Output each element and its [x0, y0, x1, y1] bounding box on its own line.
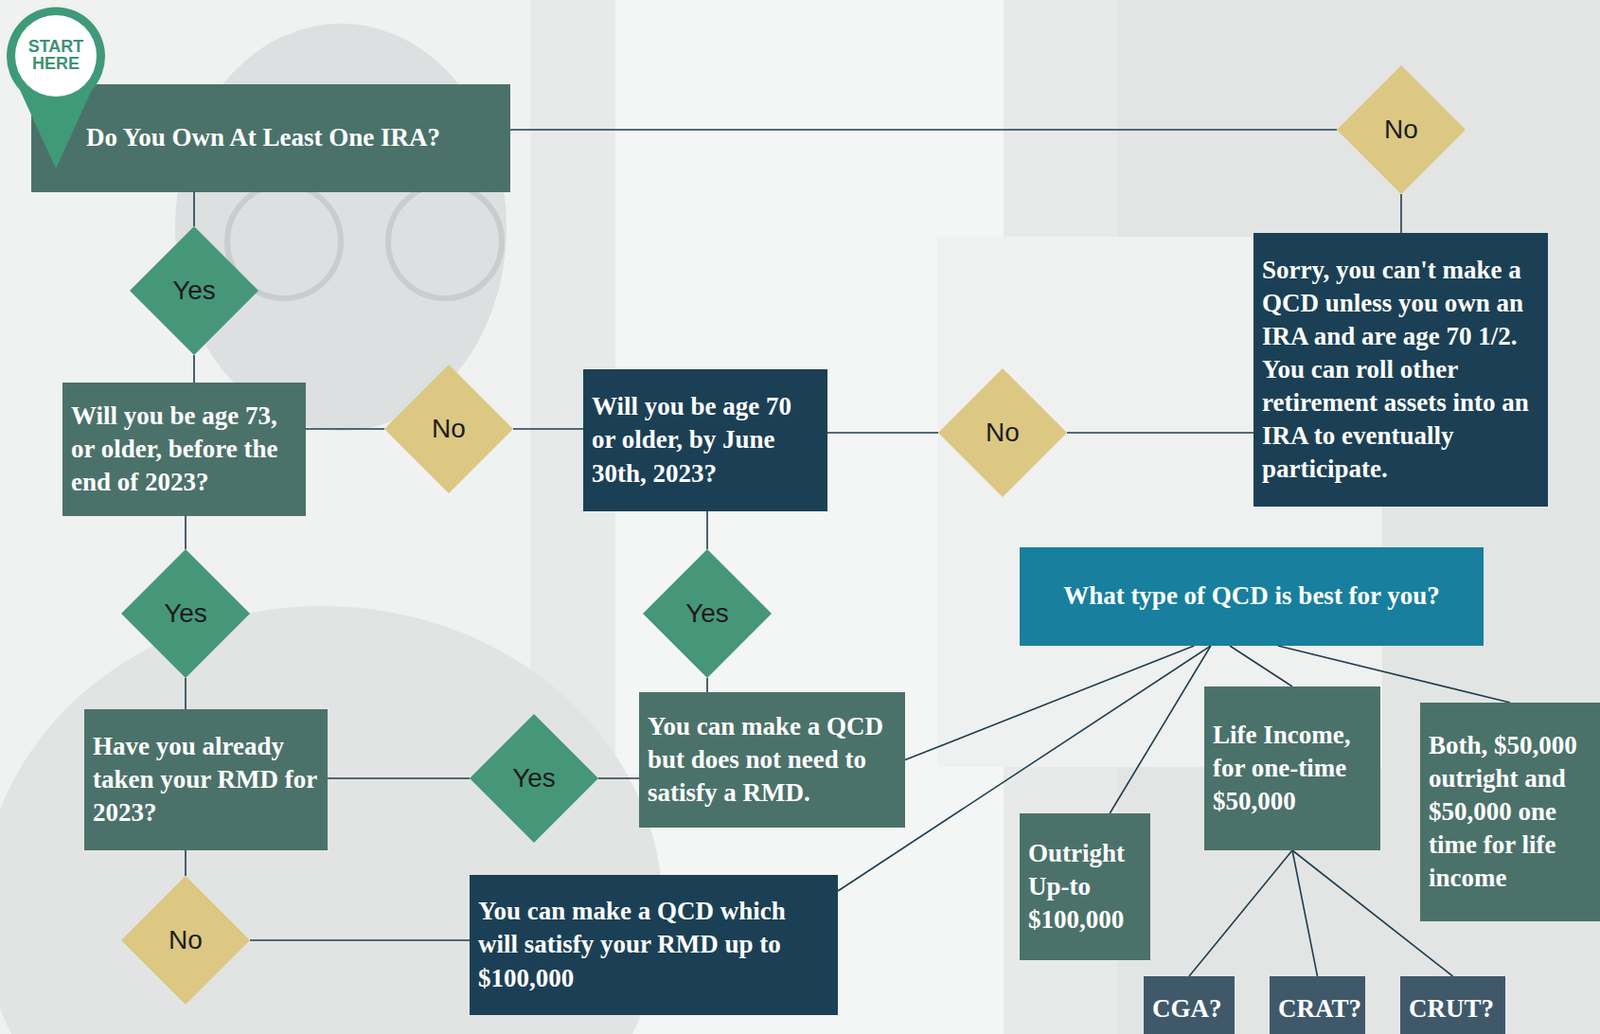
connector — [706, 677, 709, 693]
process-box: Sorry, you can't make a QCD unless you o… — [1253, 232, 1548, 507]
node-text: Yes — [172, 274, 216, 307]
pin-center — [15, 15, 97, 97]
node-text: START HERE — [16, 37, 96, 72]
process-box: You can make a QCD which will satisfy yo… — [469, 874, 838, 1015]
node-text: No — [431, 412, 466, 445]
decision-diamond: No — [384, 364, 514, 494]
decision-diamond: Yes — [129, 226, 259, 356]
decision-diamond: No — [121, 875, 250, 1005]
connector — [184, 515, 187, 550]
node-text: No — [985, 416, 1020, 449]
connector — [184, 850, 187, 876]
option-box: CRAT? — [1269, 976, 1366, 1034]
process-box: Do You Own At Least One IRA? — [31, 84, 511, 193]
connector — [327, 777, 470, 780]
node-text: No — [1384, 113, 1419, 146]
process-box: Have you already taken your RMD for 2023… — [84, 709, 328, 851]
diamond-shape — [642, 549, 772, 678]
process-box: Outright Up-to $100,000 — [1019, 813, 1151, 960]
connector — [1189, 850, 1293, 977]
connector — [1109, 645, 1211, 814]
connector — [706, 511, 709, 550]
connector — [513, 427, 584, 430]
node-text: CGA? — [1152, 992, 1227, 1026]
process-box: Both, $50,000 outright and $50,000 one t… — [1420, 702, 1600, 922]
decision-diamond: Yes — [121, 549, 250, 678]
decision-diamond: No — [1336, 65, 1466, 195]
node-text: You can make a QCD but does not need to … — [647, 710, 897, 810]
header-box: What type of QCD is best for you? — [1019, 547, 1484, 646]
decision-diamond: Yes — [642, 549, 772, 678]
decision-diamond: No — [938, 368, 1067, 498]
connector — [1229, 645, 1293, 687]
process-box: You can make a QCD but does not need to … — [639, 692, 906, 828]
node-text: Yes — [685, 597, 729, 630]
node-text: Have you already taken your RMD for 2023… — [92, 729, 320, 830]
diamond-shape — [129, 226, 259, 356]
process-box: Will you be age 73, or older, before the… — [62, 382, 306, 516]
connector — [305, 427, 385, 430]
diamond-shape — [121, 875, 250, 1005]
decision-diamond: Yes — [469, 713, 599, 843]
node-text: Will you be age 73, or older, before the… — [71, 399, 298, 499]
node-text: You can make a QCD which will satisfy yo… — [478, 894, 830, 995]
node-text: CRAT? — [1278, 992, 1357, 1026]
connector — [184, 677, 187, 710]
connector — [193, 192, 196, 227]
connector — [1292, 850, 1318, 977]
option-box: CRUT? — [1400, 976, 1506, 1034]
connector — [905, 645, 1194, 761]
process-box: Life Income, for one-time $50,000 — [1204, 686, 1381, 851]
connector — [1066, 431, 1254, 434]
background-glasses — [388, 184, 502, 299]
node-text: Yes — [512, 762, 556, 795]
node-text: Outright Up-to $100,000 — [1028, 836, 1142, 937]
node-text: Sorry, you can't make a QCD unless you o… — [1262, 253, 1540, 487]
connector — [598, 777, 640, 780]
node-text: What type of QCD is best for you? — [1028, 579, 1476, 613]
diamond-shape — [938, 368, 1067, 498]
connector — [249, 939, 470, 942]
diamond-shape — [384, 364, 514, 494]
node-text: Will you be age 70 or older, by June 30t… — [591, 390, 819, 490]
pin-outline — [6, 6, 106, 170]
process-box: Will you be age 70 or older, by June 30t… — [583, 369, 828, 512]
option-box: CGA? — [1143, 976, 1235, 1034]
connector — [193, 355, 196, 383]
diamond-shape — [121, 549, 250, 678]
diamond-shape — [1336, 65, 1466, 195]
node-text: No — [168, 924, 203, 957]
connector — [510, 128, 1337, 131]
node-text: Both, $50,000 outright and $50,000 one t… — [1428, 728, 1592, 895]
start-marker: START HERE — [6, 6, 106, 170]
diamond-shape — [469, 713, 599, 843]
connector — [1400, 194, 1403, 233]
node-text: Life Income, for one-time $50,000 — [1212, 718, 1372, 818]
connector — [827, 431, 939, 434]
node-text: Do You Own At Least One IRA? — [86, 121, 502, 155]
node-text: Yes — [163, 597, 208, 630]
node-text: CRUT? — [1408, 992, 1497, 1026]
